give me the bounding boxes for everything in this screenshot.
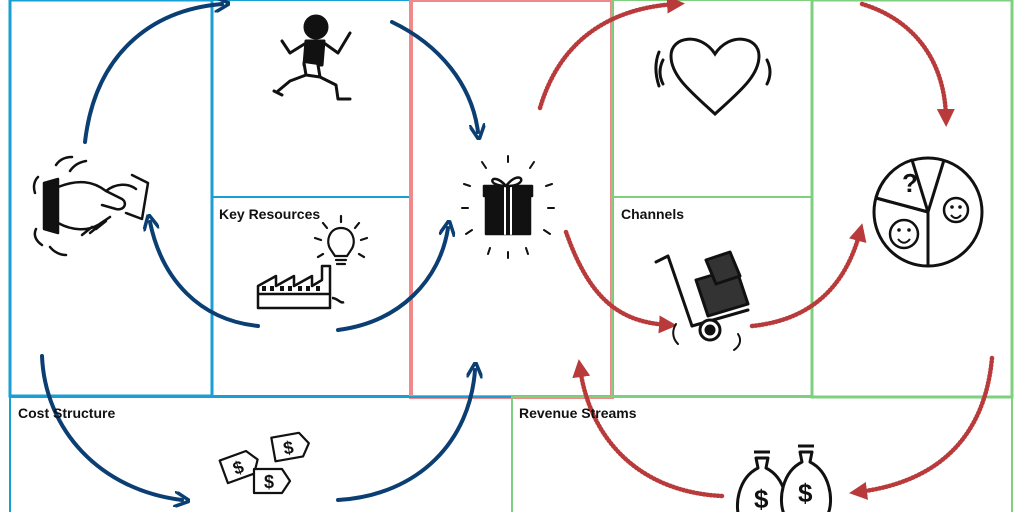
arrow-value-to-relationships xyxy=(537,0,685,111)
lightbulb-icon xyxy=(313,214,369,266)
arrow-relationships-to-segments xyxy=(859,1,955,127)
block-key-resources xyxy=(211,196,411,397)
arrow-value-to-channels xyxy=(563,229,677,334)
running-person-icon xyxy=(272,14,352,101)
arrow-partners-to-cost xyxy=(40,354,182,500)
block-key-partners xyxy=(8,0,214,398)
arrow-cost-to-value xyxy=(336,370,475,502)
label-key-resources: Key Resources xyxy=(219,206,321,222)
svg-text:$: $ xyxy=(754,484,769,512)
svg-text:?: ? xyxy=(902,168,918,198)
block-cost-structure xyxy=(9,396,512,512)
svg-text:$: $ xyxy=(798,478,813,508)
arrow-segments-to-revenue xyxy=(849,355,995,500)
heart-icon xyxy=(654,37,772,117)
arrow-channels-to-segments xyxy=(749,223,867,329)
arrow-revenue-to-value xyxy=(572,359,725,499)
hand-truck-icon xyxy=(654,250,750,351)
arrow-resources-to-value xyxy=(336,228,448,332)
customer-pie-icon: ? xyxy=(872,156,984,268)
handshake-icon xyxy=(32,155,150,257)
label-cost-structure: Cost Structure xyxy=(18,405,116,421)
arrow-partners-to-activities xyxy=(83,4,222,144)
price-tags-icon: $ $ $ xyxy=(218,431,310,495)
gift-box-icon xyxy=(461,155,555,259)
block-customer-relationships xyxy=(611,0,813,198)
money-bags-icon: $ $ xyxy=(736,444,832,517)
factory-icon xyxy=(256,264,345,310)
label-revenue-streams: Revenue Streams xyxy=(519,405,637,421)
label-channels: Channels xyxy=(621,206,685,222)
svg-text:$: $ xyxy=(264,472,274,492)
svg-text:$: $ xyxy=(282,437,295,458)
arrow-resources-to-partners xyxy=(150,222,260,328)
arrow-activities-to-value xyxy=(390,20,478,132)
block-revenue-streams xyxy=(511,396,1013,512)
